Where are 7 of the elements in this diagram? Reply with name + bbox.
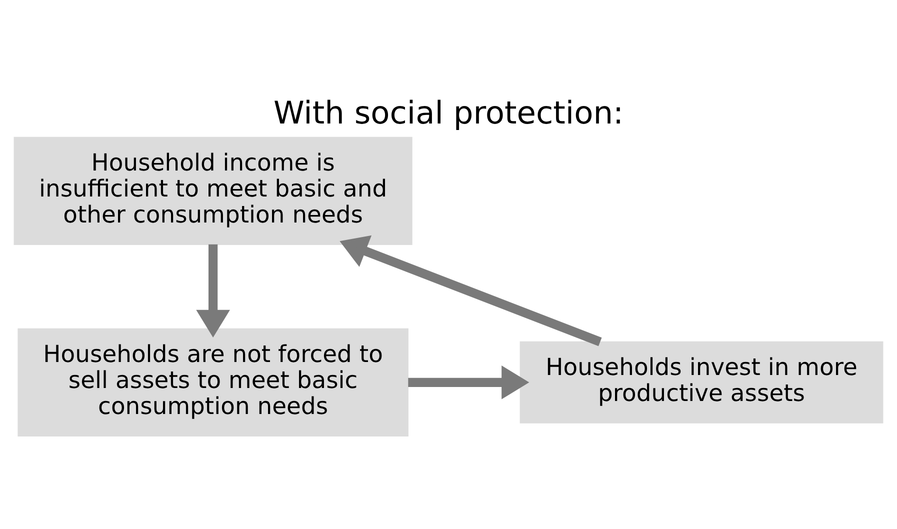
node-box: Households invest in more productive assets (520, 341, 884, 424)
arrow (340, 235, 602, 346)
diagram-title: With social protection: (273, 95, 624, 132)
arrow (408, 365, 530, 400)
node-box: Households are not forced to sell assets to meet basic consumption needs (18, 328, 408, 436)
arrow (196, 244, 230, 338)
node-box: Household income is insufficient to meet basic and other consumption needs (14, 136, 412, 245)
